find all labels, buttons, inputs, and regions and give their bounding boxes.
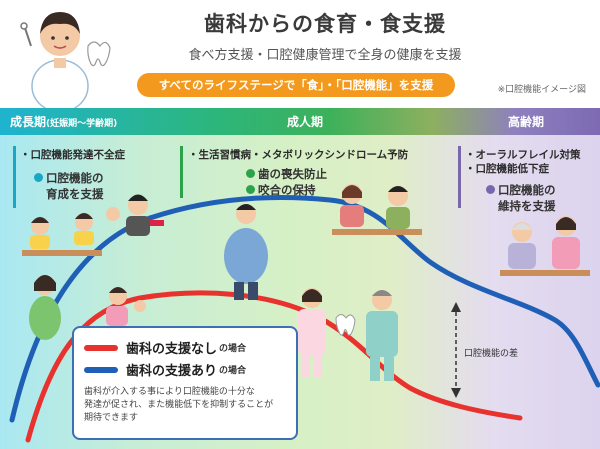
- growth-issue: ・口腔機能発達不全症: [20, 149, 125, 161]
- senior-issue-2: ・口腔機能低下症: [465, 163, 549, 175]
- senior-bullet-icon: [486, 185, 495, 194]
- legend-desc-line1: 歯科が介入する事により口腔機能の十分な: [84, 387, 255, 397]
- growth-goal-line1: 口腔機能の: [46, 171, 104, 185]
- senior-goal-line1: 口腔機能の: [498, 183, 556, 197]
- blue-line-swatch-icon: [84, 366, 118, 373]
- senior-issues: ・オーラルフレイル対策 ・口腔機能低下症: [465, 148, 581, 176]
- father-child-icon: [106, 194, 164, 236]
- adult-issue: ・生活習慣病・メタボリックシンドローム予防: [188, 149, 409, 161]
- dentist-icon: [366, 290, 398, 381]
- red-line-swatch-icon: [84, 344, 118, 351]
- adult-goal-line1: 歯の喪失防止: [258, 167, 327, 181]
- legend-with: 歯科の支援あり の場合: [84, 360, 246, 379]
- phase-senior: 高齢期: [508, 115, 545, 129]
- legend-box: 歯科の支援なし の場合 歯科の支援あり の場合 歯科が介入する事により口腔機能の…: [72, 326, 298, 440]
- growth-accent-line: [13, 146, 16, 208]
- phase-adult: 成人期: [287, 115, 324, 129]
- adult-bullet-icon: [246, 185, 255, 194]
- tooth-icon: [335, 314, 356, 336]
- senior-accent-line: [458, 146, 461, 208]
- phase-growth-sub: (妊娠期〜学齢期): [46, 119, 118, 129]
- adult-accent-line: [180, 146, 183, 198]
- difference-label: 口腔機能の差: [464, 349, 519, 359]
- phase-growth: 成長期(妊娠期〜学齢期): [10, 113, 117, 130]
- couple-eating-icon: [332, 184, 422, 235]
- banner-pill: すべてのライフステージで「食」・「口腔機能」を支援: [137, 73, 455, 97]
- difference-arrow-icon: [451, 302, 461, 398]
- page-subtitle: 食べ方支援・口腔健康管理で全身の健康を支援: [188, 48, 462, 63]
- legend-without-suffix: の場合: [219, 344, 247, 354]
- legend-with-text: 歯科の支援あり: [126, 364, 218, 379]
- senior-care-icon: [500, 216, 590, 276]
- legend-with-suffix: の場合: [219, 366, 247, 376]
- phase-growth-label: 成長期: [10, 115, 47, 129]
- metabolic-man-icon: [224, 204, 268, 300]
- children-eating-icon: [22, 213, 102, 256]
- legend-without: 歯科の支援なし の場合: [84, 338, 246, 357]
- growth-goal: 口腔機能の 育成を支援: [34, 170, 104, 202]
- nurse-icon: [298, 288, 326, 377]
- page-title: 歯科からの食育・食支援: [204, 12, 446, 36]
- image-note: ※口腔機能イメージ図: [497, 85, 586, 95]
- legend-desc-line3: 期待できます: [84, 413, 139, 423]
- growth-bullet-icon: [34, 173, 43, 182]
- legend-description: 歯科が介入する事により口腔機能の十分な 発達が促され、また機能低下を抑制すること…: [84, 386, 294, 425]
- growth-goal-line2: 育成を支援: [46, 187, 104, 201]
- adult-bullet-icon: [246, 169, 255, 178]
- dentist-mascot-icon: [20, 12, 111, 110]
- adult-goal-line2: 咬合の保持: [258, 183, 316, 197]
- mother-baby-icon: [29, 275, 146, 340]
- phase-bar: [0, 108, 600, 135]
- legend-desc-line2: 発達が促され、また機能低下を抑制することが: [84, 400, 274, 410]
- legend-without-text: 歯科の支援なし: [126, 342, 218, 357]
- senior-goal-line2: 維持を支援: [498, 199, 556, 213]
- senior-issue-1: ・オーラルフレイル対策: [465, 149, 581, 161]
- senior-goal: 口腔機能の 維持を支援: [486, 182, 556, 214]
- adult-goal: 歯の喪失防止 咬合の保持: [246, 166, 327, 198]
